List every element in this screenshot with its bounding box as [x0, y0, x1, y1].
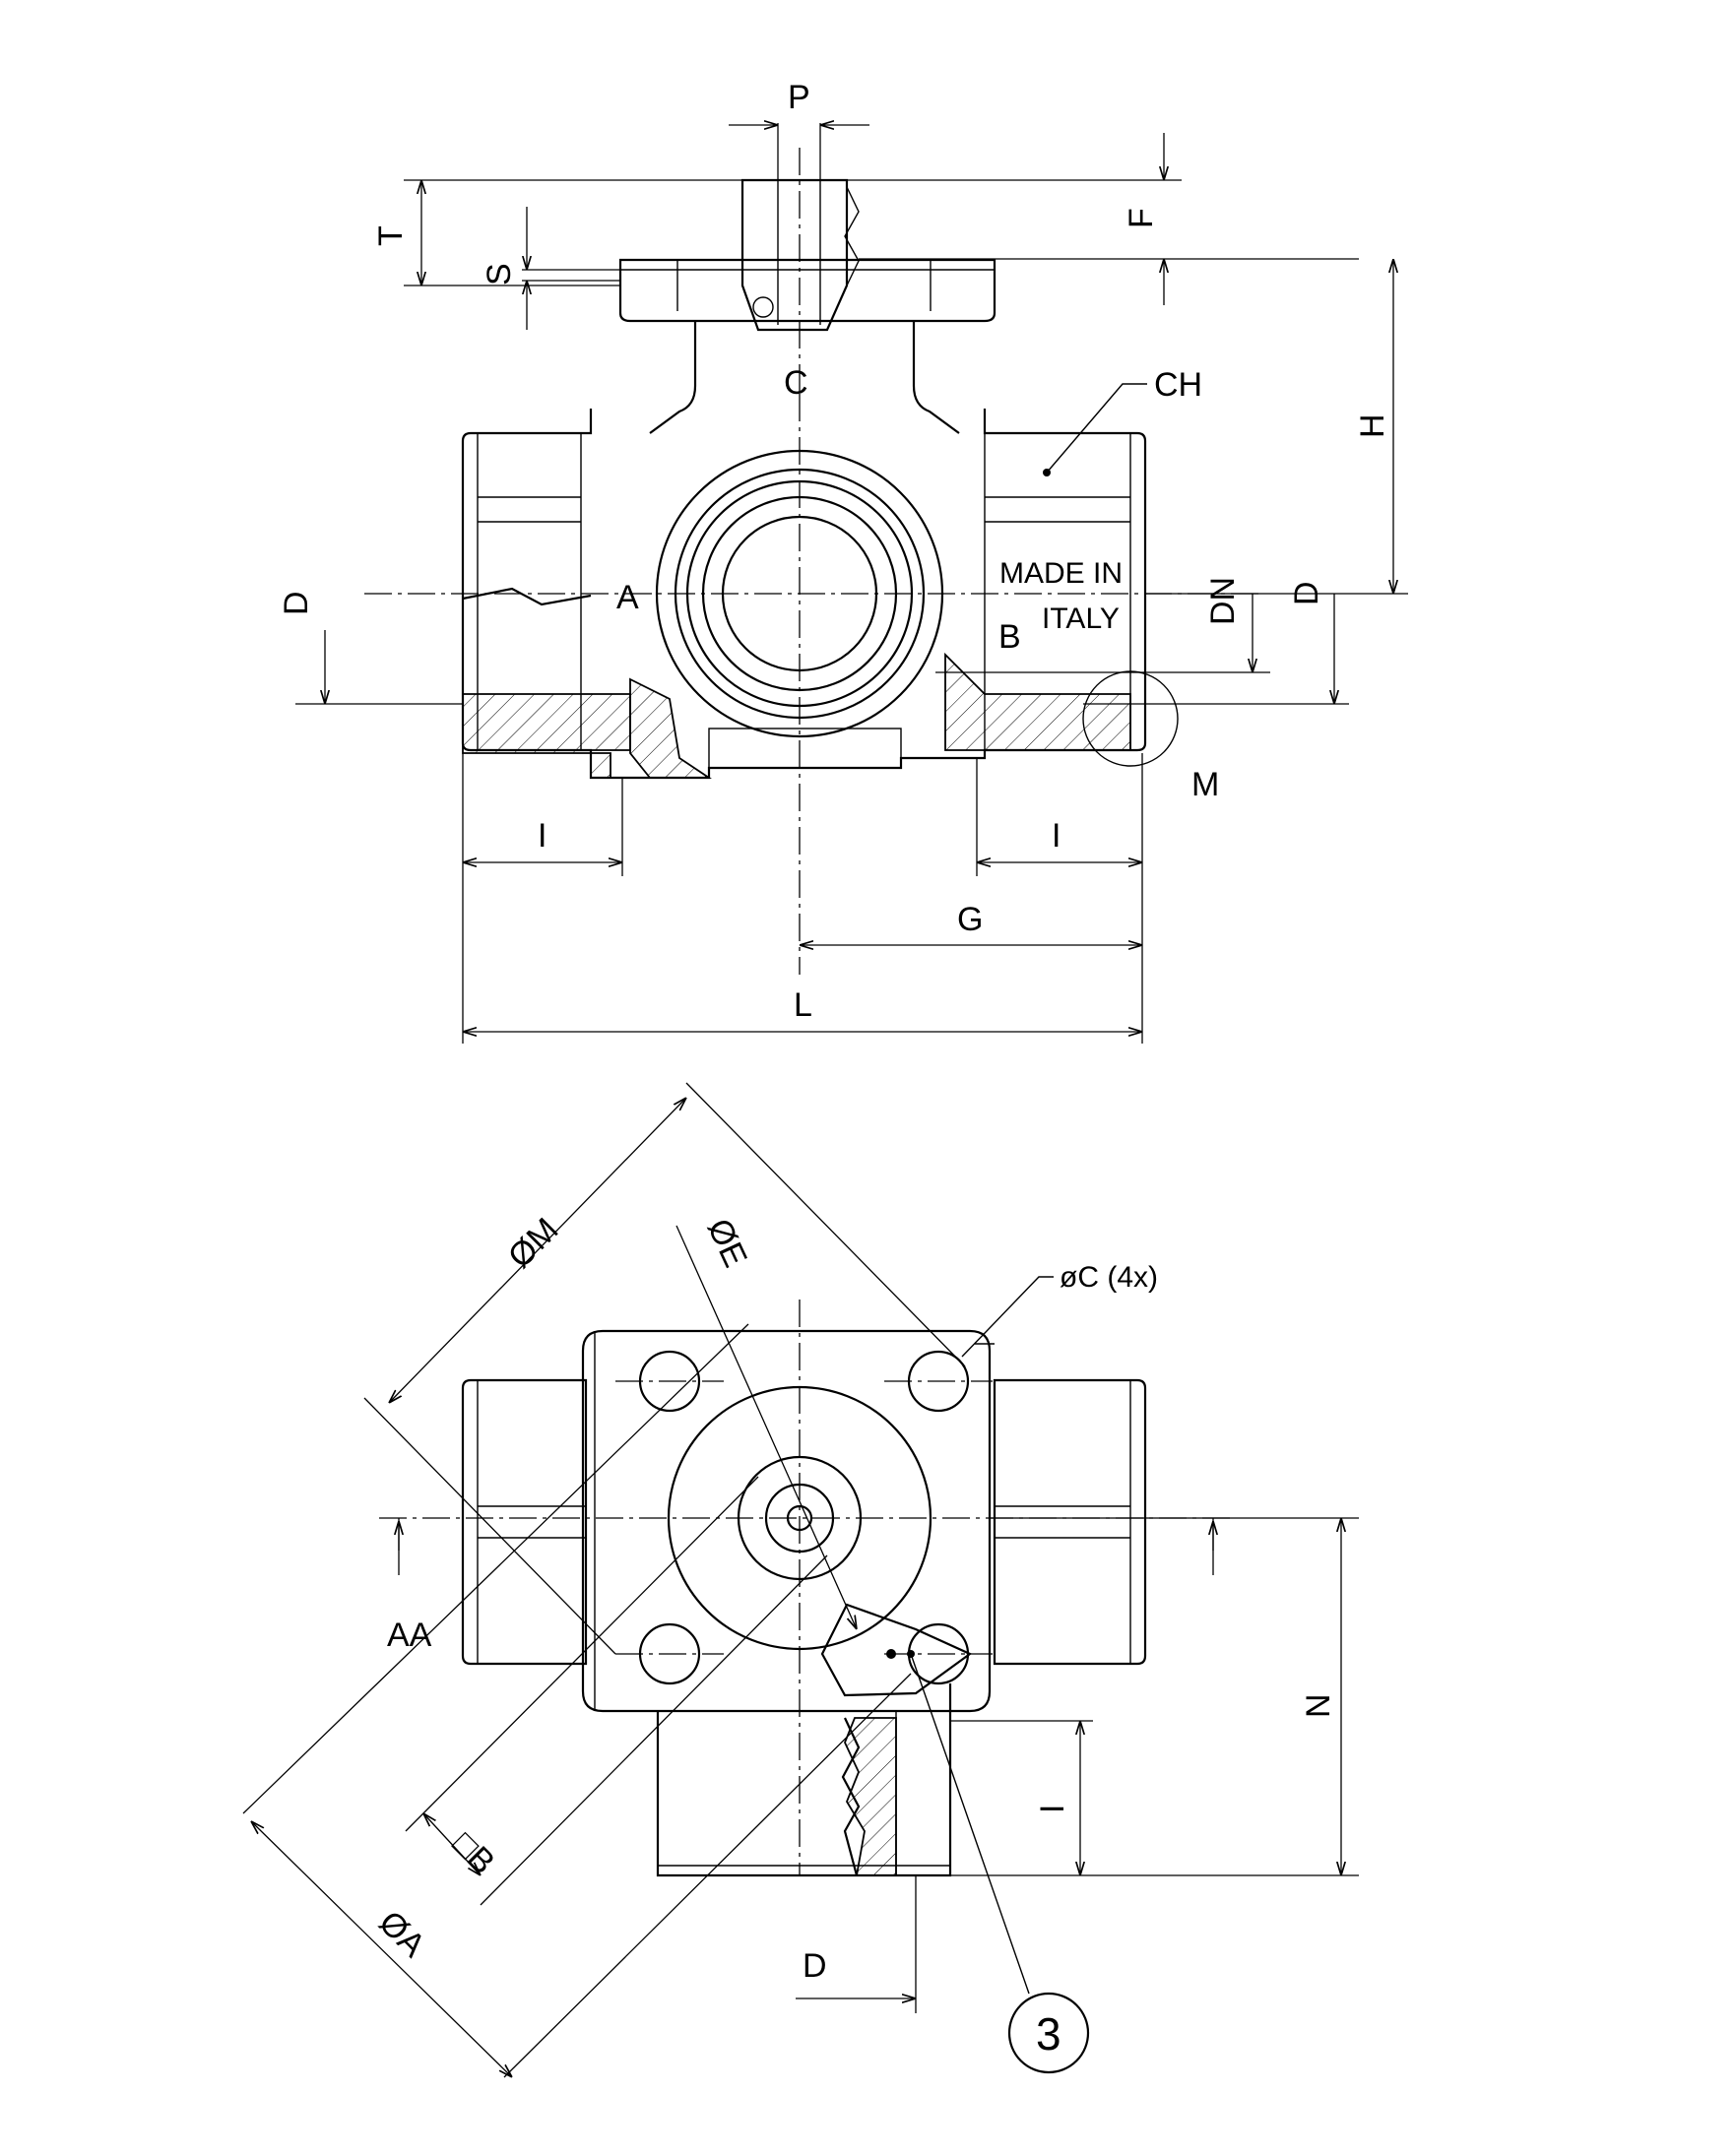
- label-OC-4x: øC (4x): [1060, 1261, 1158, 1294]
- callout-3-label: 3: [1036, 2008, 1061, 2060]
- bottom-port: [656, 1603, 973, 1877]
- right-port: [993, 1378, 1147, 1666]
- label-D-plan: D: [803, 1947, 827, 1985]
- label-AA: AA: [387, 1617, 432, 1654]
- label-OA: ØA: [371, 1904, 432, 1965]
- label-M: M: [1191, 766, 1219, 803]
- label-OE: ØE: [700, 1213, 754, 1273]
- label-D-left: D: [278, 591, 315, 615]
- label-G: G: [957, 901, 983, 938]
- label-A: A: [616, 579, 639, 616]
- front-view: P F T S C CH H D DN D A B MADE IN ITALY …: [278, 79, 1408, 1044]
- label-I-right: I: [1052, 817, 1061, 855]
- label-I-plan: I: [1034, 1805, 1071, 1813]
- label-S: S: [481, 263, 518, 285]
- center-port: [364, 394, 1260, 975]
- label-B-square: □B: [445, 1825, 501, 1881]
- plan-view: ØM ØE øC (4x) AA □B ØA N I D 3: [242, 1082, 1359, 2077]
- label-P: P: [788, 79, 810, 116]
- label-italy: ITALY: [1042, 602, 1120, 635]
- detail-circle-M: [1082, 670, 1179, 767]
- callout-3-circle: [1007, 1992, 1090, 2074]
- plan-dimension-lines: [242, 1082, 1359, 2077]
- left-port: [461, 1378, 588, 1666]
- label-C: C: [784, 364, 808, 402]
- label-H: H: [1354, 413, 1391, 438]
- label-made-in: MADE IN: [999, 557, 1123, 590]
- dimension-lines: [295, 123, 1408, 1044]
- label-N: N: [1300, 1693, 1337, 1718]
- label-F: F: [1123, 208, 1160, 228]
- label-I-left: I: [538, 817, 547, 855]
- label-OM: ØM: [501, 1211, 566, 1276]
- label-L: L: [794, 986, 812, 1024]
- stem: [740, 148, 860, 394]
- valve-body: [461, 409, 1147, 780]
- label-D-right: D: [1288, 581, 1325, 605]
- label-B: B: [998, 618, 1021, 656]
- label-CH: CH: [1154, 366, 1202, 404]
- mounting-flange: [618, 258, 997, 323]
- neck: [649, 321, 960, 434]
- label-T: T: [372, 225, 410, 246]
- label-DN: DN: [1204, 577, 1242, 625]
